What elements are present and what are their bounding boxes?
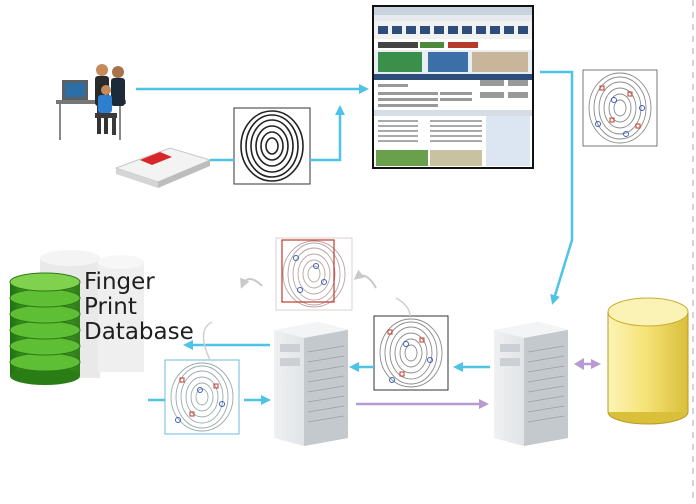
arrow-gray-left — [240, 277, 263, 289]
matching-server-icon — [274, 322, 348, 446]
database-label-line3: Database — [84, 319, 194, 345]
extracted-fingerprint-image — [373, 315, 449, 391]
database-label-line2: Print — [84, 294, 137, 320]
arrowhead-purple-left — [574, 358, 584, 370]
arrow-browser-to-server — [540, 70, 574, 305]
scanned-fingerprint-image — [233, 107, 311, 185]
flow-arrows — [136, 70, 601, 409]
users-at-computer-icon — [56, 64, 126, 140]
arrow-print-to-browser — [310, 105, 345, 162]
arrow-gray-curve-right — [395, 297, 411, 317]
minutiae-fingerprint-image — [582, 69, 658, 147]
browser-window-icon — [372, 5, 534, 169]
arrow-gray-right — [353, 269, 377, 289]
arrow-gray-curve-left — [202, 321, 213, 361]
database-label-line1: Finger — [84, 269, 155, 295]
matched-fingerprint-image — [275, 237, 353, 311]
web-server-icon — [494, 322, 568, 446]
fingerprint-scanner-icon — [114, 147, 212, 188]
fingerprint-database-icon — [9, 250, 144, 385]
page-edge-divider — [692, 0, 694, 504]
database-cylinder-icon — [607, 297, 689, 425]
query-fingerprint-image — [164, 359, 240, 435]
